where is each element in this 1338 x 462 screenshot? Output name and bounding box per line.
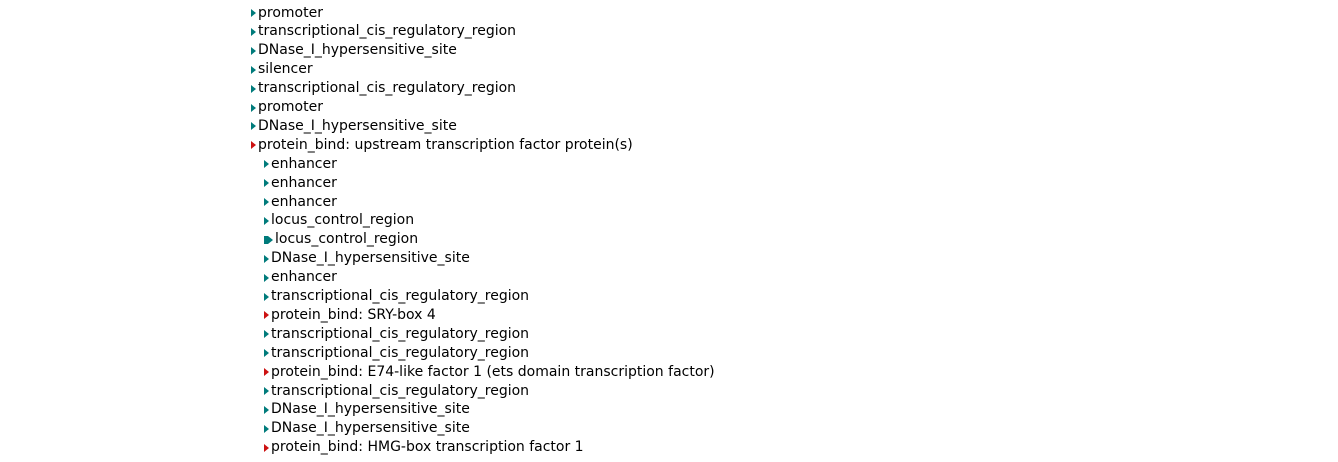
protein-bind-marker-icon bbox=[264, 311, 269, 320]
feature-label: locus_control_region bbox=[275, 231, 419, 248]
feature-label: silencer bbox=[258, 61, 313, 78]
feature-item[interactable]: protein_bind: SRY-box 4 bbox=[264, 306, 436, 325]
feature-marker-icon bbox=[264, 235, 273, 244]
feature-label: promoter bbox=[258, 99, 323, 115]
feature-item[interactable]: protein_bind: upstream transcription fac… bbox=[251, 136, 633, 155]
feature-item[interactable]: transcriptional_cis_regulatory_region bbox=[251, 22, 516, 41]
feature-label: enhancer bbox=[271, 174, 337, 191]
feature-label: protein_bind: SRY-box 4 bbox=[271, 306, 436, 323]
feature-label: protein_bind: HMG-box transcription fact… bbox=[271, 439, 584, 456]
feature-label: enhancer bbox=[271, 155, 337, 172]
feature-item[interactable]: enhancer bbox=[264, 193, 337, 212]
feature-item[interactable]: enhancer bbox=[264, 155, 337, 174]
feature-label: DNase_I_hypersensitive_site bbox=[258, 117, 457, 134]
feature-label: transcriptional_cis_regulatory_region bbox=[271, 288, 530, 304]
feature-label: promoter bbox=[258, 4, 323, 21]
feature-marker-icon bbox=[251, 9, 256, 17]
feature-marker-icon bbox=[251, 84, 256, 93]
feature-label: DNase_I_hypersensitive_site bbox=[258, 42, 457, 59]
feature-label: transcriptional_cis_regulatory_region bbox=[271, 382, 530, 399]
feature-item[interactable]: promoter bbox=[251, 98, 323, 117]
feature-marker-icon bbox=[251, 65, 256, 74]
feature-label: enhancer bbox=[271, 193, 337, 210]
feature-label: transcriptional_cis_regulatory_region bbox=[271, 325, 530, 342]
protein-bind-marker-icon bbox=[264, 443, 269, 452]
feature-marker-icon bbox=[264, 424, 269, 433]
feature-item[interactable]: DNase_I_hypersensitive_site bbox=[264, 419, 470, 438]
feature-item[interactable]: protein_bind: E74-like factor 1 (ets dom… bbox=[264, 363, 715, 382]
feature-marker-icon bbox=[251, 103, 256, 112]
feature-marker-icon bbox=[264, 254, 269, 263]
feature-item[interactable]: silencer bbox=[251, 60, 313, 79]
feature-item[interactable]: protein_bind: HMG-box transcription fact… bbox=[264, 438, 584, 457]
feature-label: transcriptional_cis_regulatory_region bbox=[258, 23, 517, 40]
feature-label: protein_bind: E74-like factor 1 (ets dom… bbox=[271, 363, 715, 380]
feature-item[interactable]: transcriptional_cis_regulatory_region bbox=[264, 382, 529, 401]
feature-marker-icon bbox=[264, 405, 269, 414]
feature-item[interactable]: transcriptional_cis_regulatory_region bbox=[251, 79, 516, 98]
feature-item[interactable]: enhancer bbox=[264, 174, 337, 193]
feature-marker-icon bbox=[264, 292, 269, 301]
feature-marker-icon bbox=[251, 27, 256, 36]
feature-marker-icon bbox=[264, 216, 269, 225]
feature-marker-icon bbox=[264, 179, 269, 188]
feature-marker-icon bbox=[251, 46, 256, 55]
protein-bind-marker-icon bbox=[251, 141, 256, 150]
feature-label: enhancer bbox=[271, 269, 337, 286]
feature-marker-icon bbox=[251, 122, 256, 131]
feature-label: DNase_I_hypersensitive_site bbox=[271, 250, 470, 267]
feature-item[interactable]: enhancer bbox=[264, 268, 337, 287]
feature-item[interactable]: promoter bbox=[251, 4, 323, 23]
feature-marker-icon bbox=[264, 273, 269, 282]
feature-marker-icon bbox=[264, 349, 269, 358]
feature-item[interactable]: DNase_I_hypersensitive_site bbox=[251, 117, 457, 136]
feature-item[interactable]: transcriptional_cis_regulatory_region bbox=[264, 287, 529, 306]
feature-marker-icon bbox=[264, 198, 269, 206]
feature-marker-icon bbox=[264, 330, 269, 339]
feature-item[interactable]: locus_control_region bbox=[264, 230, 418, 249]
feature-item[interactable]: DNase_I_hypersensitive_site bbox=[264, 249, 470, 268]
feature-label: locus_control_region bbox=[271, 212, 415, 229]
feature-item[interactable]: transcriptional_cis_regulatory_region bbox=[264, 344, 529, 363]
feature-marker-icon bbox=[264, 160, 269, 169]
feature-label: DNase_I_hypersensitive_site bbox=[271, 401, 470, 418]
feature-label: DNase_I_hypersensitive_site bbox=[271, 420, 470, 437]
feature-item[interactable]: transcriptional_cis_regulatory_region bbox=[264, 325, 529, 344]
feature-item[interactable]: DNase_I_hypersensitive_site bbox=[264, 400, 470, 419]
feature-label: transcriptional_cis_regulatory_region bbox=[271, 344, 530, 361]
feature-item[interactable]: DNase_I_hypersensitive_site bbox=[251, 41, 457, 60]
feature-item[interactable]: locus_control_region bbox=[264, 211, 414, 230]
protein-bind-marker-icon bbox=[264, 368, 269, 377]
feature-marker-icon bbox=[264, 387, 269, 395]
feature-label: protein_bind: upstream transcription fac… bbox=[258, 136, 633, 153]
feature-label: transcriptional_cis_regulatory_region bbox=[258, 80, 517, 97]
